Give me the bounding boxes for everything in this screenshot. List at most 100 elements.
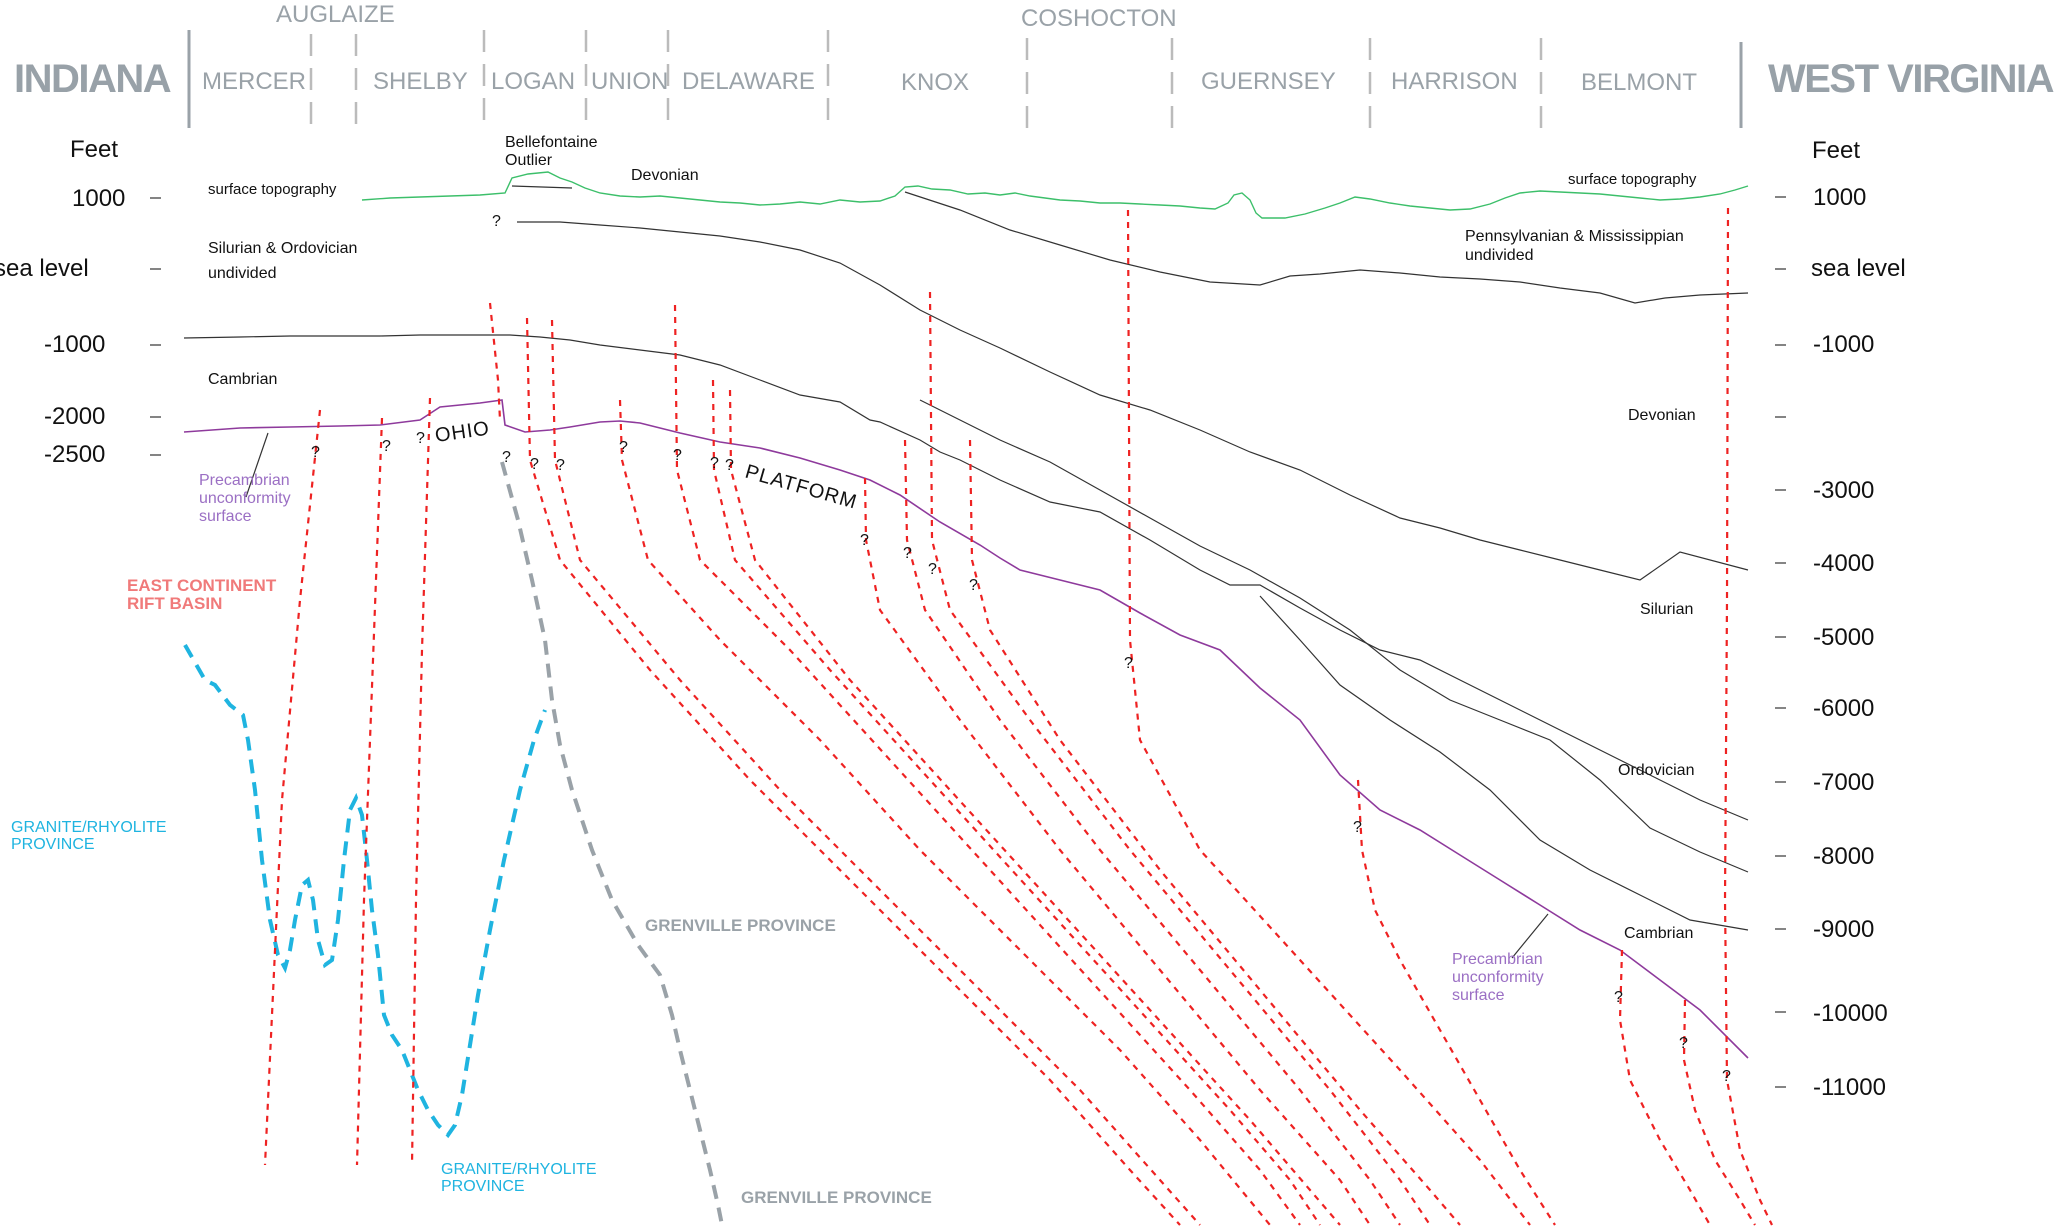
left-tick-minus-2500: -2500 [44, 441, 105, 468]
county-label-guernsey: GUERNSEY [1201, 68, 1336, 95]
county-label-coshocton: COSHOCTON [1021, 5, 1177, 32]
silurian-ordovician-line1: Silurian & Ordovician [208, 240, 357, 257]
grenville-province-label-mid: GRENVILLE PROVINCE [645, 916, 836, 935]
grenville-boundary [500, 461, 724, 1226]
right-tick-1000: 1000 [1813, 184, 1866, 211]
county-label-shelby: SHELBY [373, 68, 468, 95]
silurian-ordovician-line2: undivided [208, 265, 277, 282]
pennsylvanian-line2: undivided [1465, 247, 1534, 264]
silurian-ordovician-label: Silurian & Ordovician undivided [208, 240, 362, 282]
county-label-belmont: BELMONT [1581, 69, 1697, 96]
right-tick-minus-3000: -3000 [1813, 477, 1874, 504]
county-label-logan: LOGAN [491, 68, 575, 95]
right-tick-minus-9000: -9000 [1813, 916, 1874, 943]
right-tick-minus-8000: -8000 [1813, 843, 1874, 870]
grenville-province-label-bottom: GRENVILLE PROVINCE [741, 1188, 932, 1207]
right-tick-minus-11000: -11000 [1813, 1074, 1886, 1101]
right-tick-minus-5000: -5000 [1813, 624, 1874, 651]
devonian-top-horizon [904, 191, 1749, 304]
surface-topography-label-left: surface topography [208, 181, 337, 198]
question-mark: ? [502, 449, 511, 466]
cambrian-label-right: Cambrian [1624, 925, 1693, 942]
precambrian-right-leader [1511, 913, 1549, 959]
pennsylvanian-line1: Pennsylvanian & Mississippian [1465, 228, 1684, 245]
devonian-label-top: Devonian [631, 167, 699, 184]
precambrian-unconformity-label-right: Precambrian unconformity surface [1452, 951, 1548, 1004]
state-label-indiana: INDIANA [14, 57, 171, 101]
county-label-delaware: DELAWARE [682, 68, 815, 95]
question-mark: ? [556, 457, 565, 474]
cambrian-label-left: Cambrian [208, 371, 277, 388]
left-tick-sea-level: sea level [0, 255, 89, 282]
county-label-harrison: HARRISON [1391, 68, 1518, 95]
question-mark: ? [710, 455, 719, 472]
bellefontaine-outlier-label: Bellefontaine Outlier [505, 134, 602, 169]
question-mark: ? [1124, 655, 1133, 672]
granite-bottom-line1: GRANITE/RHYOLITE [441, 1161, 597, 1178]
question-mark: ? [860, 532, 869, 549]
question-mark: ? [1614, 989, 1623, 1006]
devonian-label-right: Devonian [1628, 407, 1696, 424]
left-tick-minus-2000: -2000 [44, 403, 105, 430]
east-continent-rift-basin-label: EAST CONTINENT RIFT BASIN [127, 576, 281, 613]
granite-rhyolite-boundary-left [183, 644, 547, 1139]
county-label-knox: KNOX [901, 69, 969, 96]
bellefontaine-line1: Bellefontaine [505, 134, 598, 151]
left-axis-title: Feet [70, 136, 118, 163]
right-tick-minus-1000: -1000 [1813, 331, 1874, 358]
rift-basin-line1: EAST CONTINENT [127, 576, 277, 595]
right-tick-minus-7000: -7000 [1813, 769, 1874, 796]
precambrian-left-leader [245, 432, 269, 498]
left-tick-minus-1000: -1000 [44, 331, 105, 358]
right-axis-title: Feet [1812, 137, 1860, 164]
fault-lines [263, 207, 1773, 1226]
county-label-union: UNION [591, 68, 668, 95]
right-tick-minus-10000: -10000 [1813, 1000, 1888, 1027]
granite-left-line1: GRANITE/RHYOLITE [11, 819, 167, 836]
precambrian-right-line1: Precambrian [1452, 951, 1543, 968]
right-tick-sea-level: sea level [1811, 255, 1906, 282]
question-mark: ? [1679, 1035, 1688, 1052]
granite-left-line2: PROVINCE [11, 836, 95, 853]
ordovician-label-right: Ordovician [1618, 762, 1694, 779]
bellefontaine-line2: Outlier [505, 152, 553, 169]
question-mark: ? [1722, 1068, 1731, 1085]
question-mark: ? [492, 213, 501, 230]
granite-rhyolite-province-label-left: GRANITE/RHYOLITE PROVINCE [11, 819, 171, 853]
state-label-west-virginia: WEST VIRGINIA [1768, 57, 2054, 101]
question-mark: ? [619, 439, 628, 456]
uncertainty-question-marks: ? ? ? ? ? ? ? ? ? ? ? ? ? ? ? ? ? ? ? ? [311, 213, 1731, 1085]
question-mark: ? [903, 545, 912, 562]
precambrian-top-horizon-deep [1259, 595, 1749, 931]
county-dividers [187, 30, 1743, 128]
right-axis-ticks [1775, 196, 1786, 1088]
question-mark: ? [416, 430, 425, 447]
precambrian-left-line3: surface [199, 508, 252, 525]
question-mark: ? [969, 577, 978, 594]
question-mark: ? [530, 456, 539, 473]
question-mark: ? [1353, 819, 1362, 836]
bellefontaine-outlier-line [511, 185, 573, 189]
question-mark: ? [382, 438, 391, 455]
question-mark: ? [725, 457, 734, 474]
precambrian-left-line1: Precambrian [199, 472, 290, 489]
silurian-ordovician-top-horizon [517, 221, 1749, 581]
surface-topography-line [361, 171, 1749, 219]
precambrian-right-line3: surface [1452, 987, 1505, 1004]
right-tick-minus-4000: -4000 [1813, 550, 1874, 577]
ohio-platform-label-platform: PLATFORM [743, 461, 860, 514]
precambrian-right-line2: unconformity [1452, 969, 1544, 986]
precambrian-left-line2: unconformity [199, 490, 291, 507]
county-label-mercer: MERCER [202, 68, 306, 95]
cambrian-top-horizon [183, 334, 1749, 821]
county-label-auglaize: AUGLAIZE [276, 1, 395, 28]
left-tick-1000: 1000 [72, 185, 125, 212]
precambrian-unconformity-label-left: Precambrian unconformity surface [199, 472, 295, 525]
question-mark: ? [673, 447, 682, 464]
left-axis-ticks [150, 197, 161, 456]
ordovician-top-horizon [919, 399, 1749, 873]
rift-basin-line2: RIFT BASIN [127, 594, 222, 613]
question-mark: ? [311, 444, 320, 461]
question-mark: ? [928, 561, 937, 578]
